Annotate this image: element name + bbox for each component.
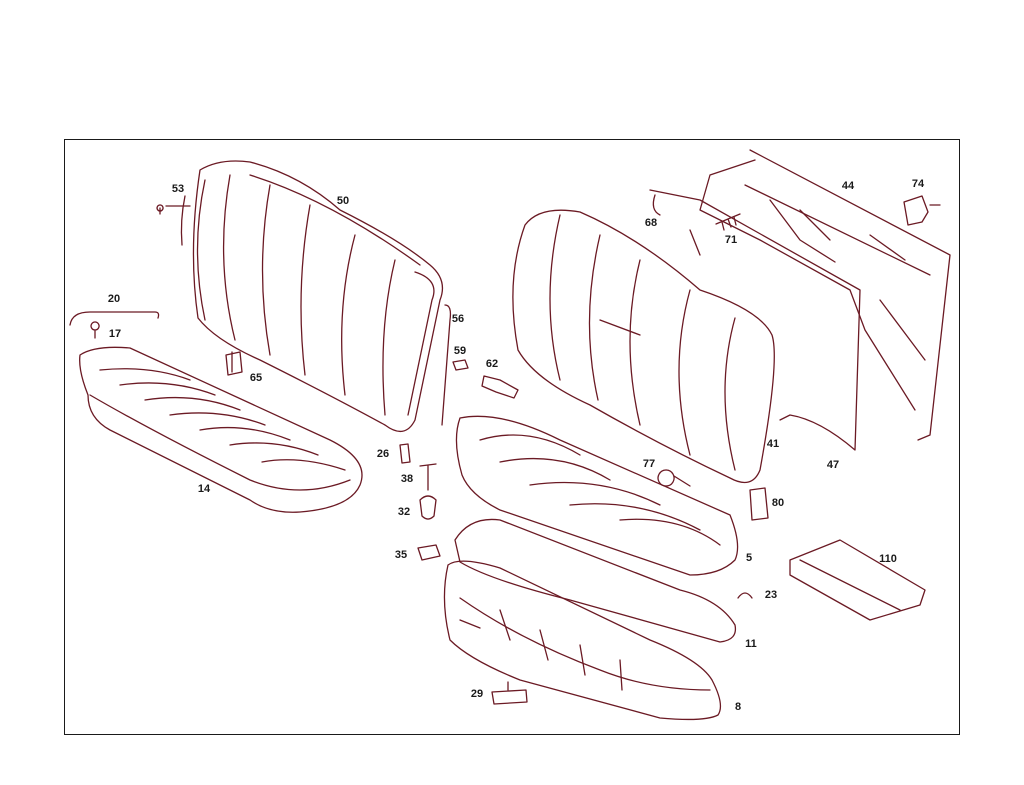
rear-backrest-50 (192, 160, 444, 432)
callout-label-5: 5 (746, 552, 752, 564)
callout-label-11: 11 (745, 638, 757, 650)
wire-20 (69, 311, 160, 326)
callout-label-71: 71 (725, 234, 737, 246)
clip-26 (399, 443, 411, 464)
rear-seat-cushion-14 (79, 346, 363, 513)
spring-clip-23 (737, 592, 753, 599)
bracket-65 (225, 351, 243, 376)
hook-53 (156, 195, 191, 246)
callout-label-56: 56 (452, 313, 464, 325)
callout-label-74: 74 (912, 178, 925, 190)
block-29 (491, 681, 528, 705)
callout-label-59: 59 (454, 345, 466, 357)
knob-77 (657, 469, 691, 487)
seat-pad-11 (454, 518, 737, 643)
callout-label-32: 32 (398, 506, 410, 518)
clip-62 (481, 375, 519, 399)
callout-label-41: 41 (767, 438, 779, 450)
callout-label-17: 17 (109, 328, 121, 340)
callout-label-53: 53 (172, 183, 184, 195)
seat-spring-frame-8 (443, 560, 722, 721)
bushing-32 (419, 495, 437, 520)
callout-label-29: 29 (471, 688, 483, 700)
diagram-frame (64, 139, 960, 735)
callout-label-38: 38 (401, 473, 413, 485)
callout-label-110: 110 (879, 553, 897, 565)
screw-38 (419, 463, 437, 491)
clip-35 (417, 544, 441, 561)
clip-59 (452, 359, 469, 371)
callout-label-26: 26 (377, 448, 389, 460)
plate-80 (749, 487, 769, 521)
callout-label-8: 8 (735, 701, 741, 713)
callout-label-35: 35 (395, 549, 407, 561)
callout-label-50: 50 (337, 195, 349, 207)
callout-label-44: 44 (842, 180, 855, 192)
callout-label-65: 65 (250, 372, 262, 384)
bracket-74 (903, 195, 941, 226)
front-seat-cushion-5 (455, 415, 739, 576)
back-panel-47 (649, 189, 861, 451)
callout-label-47: 47 (827, 459, 839, 471)
callout-label-77: 77 (643, 458, 655, 470)
callout-label-80: 80 (772, 497, 784, 509)
backrest-frame-44 (699, 149, 951, 441)
rod-56 (441, 304, 452, 426)
callout-label-68: 68 (645, 217, 657, 229)
front-backrest-41 (512, 209, 775, 484)
callout-label-20: 20 (108, 293, 120, 305)
bracket-110 (789, 539, 926, 621)
screw-71 (715, 213, 741, 231)
callout-label-23: 23 (765, 589, 777, 601)
clip-17 (90, 321, 100, 339)
callout-label-14: 14 (198, 483, 211, 495)
callout-label-62: 62 (486, 358, 498, 370)
